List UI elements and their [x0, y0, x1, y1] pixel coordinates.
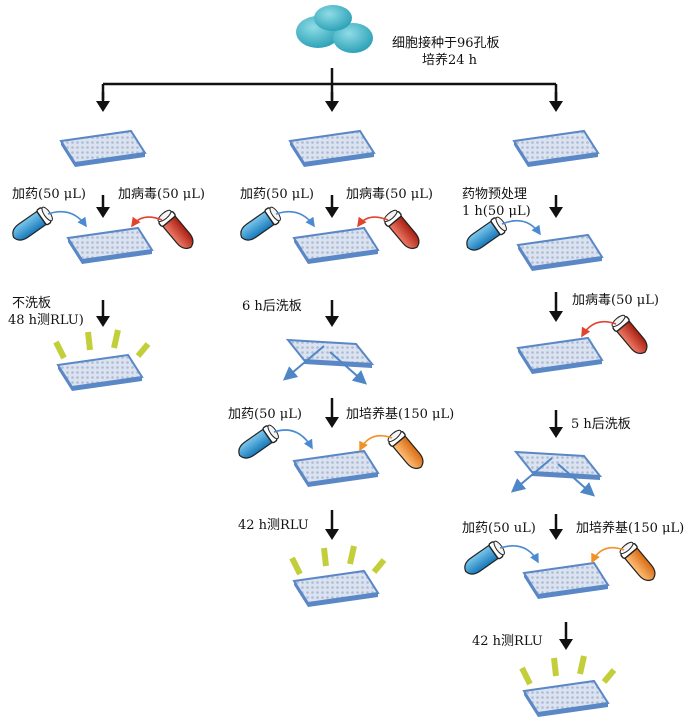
col2-add-drug-2-label: 加药(50 μL)	[228, 407, 302, 422]
pipette-arrow-icon	[581, 320, 617, 338]
arrow-down-icon	[549, 410, 563, 438]
plate-icon	[516, 233, 604, 271]
blue-tube-icon	[466, 216, 507, 251]
arrow-down-icon	[559, 622, 573, 650]
plate-icon	[288, 129, 376, 167]
plate-icon	[292, 226, 380, 264]
wash-plate-icon	[510, 450, 603, 497]
orange-tube-icon	[387, 429, 424, 470]
arrow-down-icon	[96, 92, 110, 112]
arrow-down-icon	[325, 92, 339, 112]
pipette-arrow-icon	[275, 210, 315, 228]
branch-connector	[101, 68, 558, 100]
luminescence-icon	[53, 329, 151, 360]
pipette-arrow-icon	[357, 216, 389, 228]
col2-measure-label: 42 h测RLU	[238, 518, 309, 533]
pipette-arrow-icon	[501, 219, 541, 236]
col1-measure-label: 48 h测RLU)	[8, 313, 84, 328]
orange-tube-icon	[619, 541, 656, 582]
col2-add-medium-label: 加培养基(150 μL)	[346, 407, 455, 422]
col1-add-virus-label: 加病毒(50 μL)	[118, 187, 205, 202]
arrow-down-icon	[325, 300, 339, 327]
pipette-arrow-icon	[359, 434, 393, 452]
col3-pretreat-time-label: 1 h(50 μL)	[462, 204, 531, 219]
plate-glowing-icon	[53, 329, 151, 391]
arrow-down-icon	[549, 195, 563, 218]
plates-layer	[53, 129, 617, 717]
col2-wash-label: 6 h后洗板	[242, 299, 302, 314]
col2-add-virus-label: 加病毒(50 μL)	[346, 187, 433, 202]
col3-add-virus-label: 加病毒(50 μL)	[572, 293, 659, 308]
arrow-down-icon	[549, 514, 563, 540]
plate-glowing-icon	[519, 655, 617, 717]
plate-glowing-icon	[289, 545, 387, 607]
blue-tube-icon	[238, 424, 279, 459]
arrow-down-icon	[549, 292, 563, 322]
col2-add-drug-label: 加药(50 μL)	[240, 187, 314, 202]
luminescence-icon	[519, 655, 617, 686]
blue-tube-icon	[12, 206, 53, 241]
flow-arrows	[96, 92, 573, 650]
luminescence-icon	[289, 545, 387, 576]
red-tube-icon	[611, 314, 648, 355]
cell-cluster-icon	[296, 5, 373, 53]
arrow-down-icon	[325, 510, 339, 540]
pipette-arrow-icon	[591, 546, 625, 564]
incubate-label: 培养24 h	[422, 53, 478, 68]
blue-tube-icon	[464, 540, 505, 575]
blue-tube-icon	[240, 206, 281, 241]
col3-add-drug-label: 加药(50 uL)	[462, 521, 536, 536]
arrow-down-icon	[325, 195, 339, 218]
plate-icon	[59, 129, 147, 167]
col1-add-drug-label: 加药(50 μL)	[12, 187, 86, 202]
arrow-down-icon	[96, 195, 110, 218]
plate-icon	[66, 226, 154, 264]
plate-icon	[522, 561, 610, 599]
plate-icon	[512, 129, 600, 167]
plate-icon	[516, 336, 604, 374]
pipette-arrow-icon	[47, 210, 87, 228]
red-tube-icon	[157, 209, 194, 250]
pipette-arrow-icon	[499, 545, 539, 564]
tubes-layer	[12, 206, 656, 582]
pipette-arrow-icon	[131, 216, 163, 228]
red-tube-icon	[383, 209, 420, 250]
wash-plate-icon	[282, 338, 375, 385]
arrow-down-icon	[549, 92, 563, 112]
plate-icon	[292, 449, 380, 487]
col3-pretreat-label: 药物预处理	[462, 187, 528, 202]
col1-no-wash-label: 不洗板	[12, 296, 52, 311]
pipette-curves	[47, 210, 625, 564]
arrow-down-icon	[96, 300, 110, 327]
col3-measure-label: 42 h测RLU	[472, 634, 543, 649]
seed-cells-label: 细胞接种于96孔板	[392, 36, 500, 51]
col3-add-medium-label: 加培养基(150 μL)	[576, 521, 685, 536]
arrow-down-icon	[325, 398, 339, 428]
pipette-arrow-icon	[273, 429, 313, 450]
col3-wash-label: 5 h后洗板	[571, 417, 631, 432]
